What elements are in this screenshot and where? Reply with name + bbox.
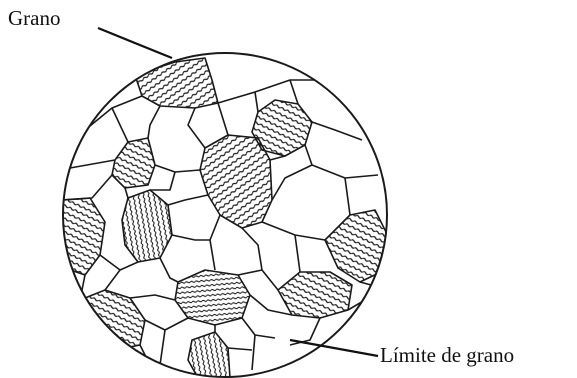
grain-bottom-center bbox=[175, 270, 250, 325]
grain-leader-line bbox=[98, 28, 172, 58]
grain-boundary-label: Límite de grano bbox=[380, 343, 514, 368]
grain-label: Grano bbox=[8, 6, 60, 31]
